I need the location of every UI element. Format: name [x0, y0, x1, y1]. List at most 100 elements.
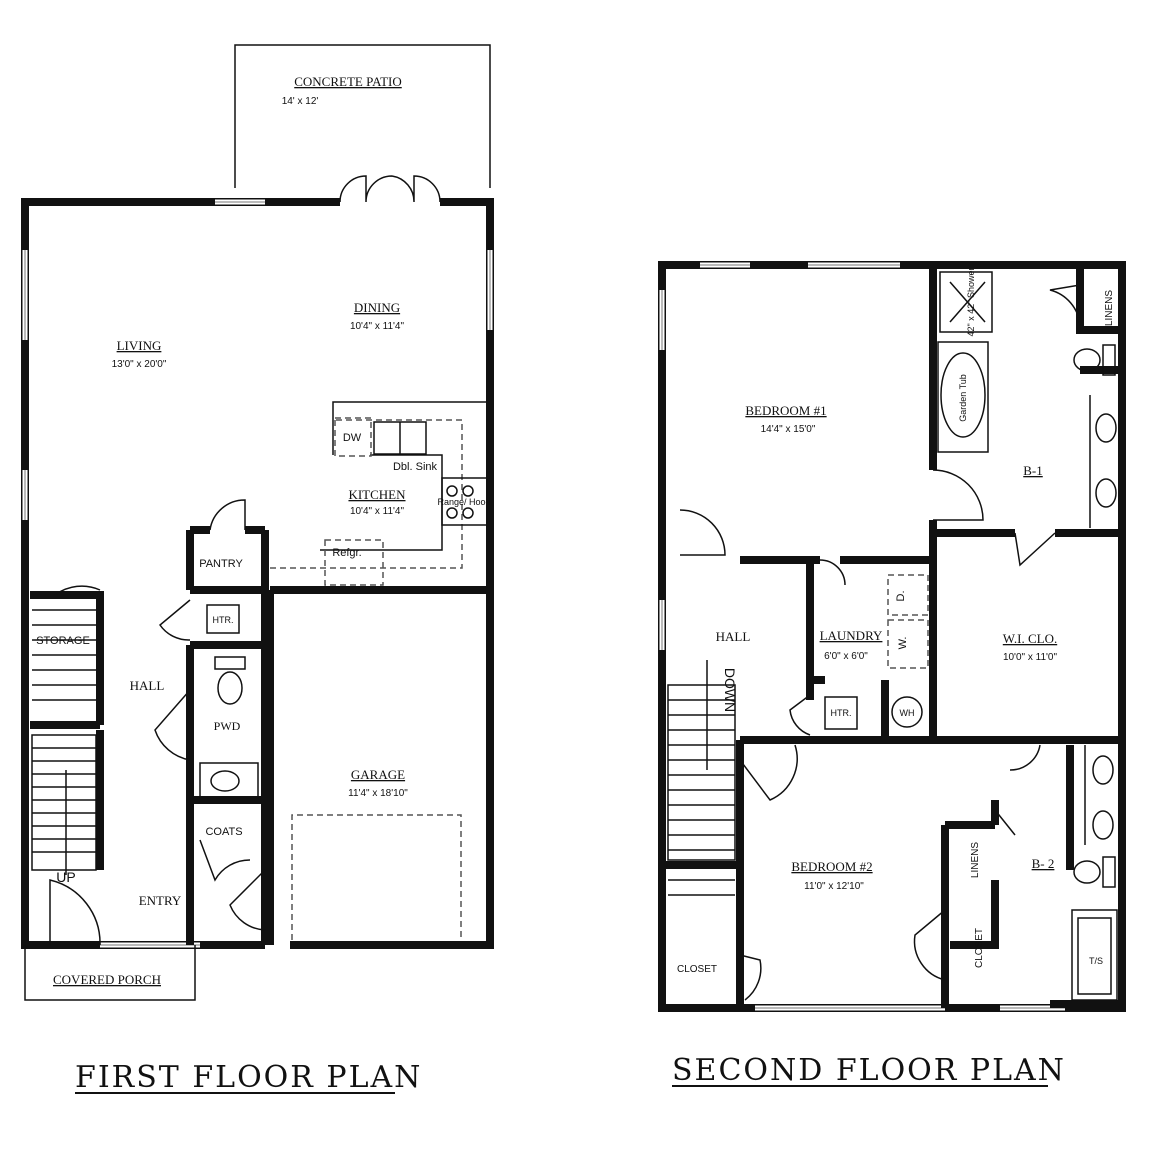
bedroom1-door: [679, 509, 726, 556]
garage-dim: 11'4" x 18'10": [348, 788, 408, 799]
living-dim: 13'0" x 20'0": [112, 359, 167, 370]
tub-shower: [1071, 909, 1118, 1001]
living-label: LIVING: [117, 338, 162, 353]
kitchen-label: KITCHEN: [348, 487, 406, 502]
porch-outline: [24, 945, 196, 1001]
heater-icon: [824, 696, 858, 730]
laundry-door: [819, 559, 846, 586]
dining-label: DINING: [354, 300, 400, 315]
sink-label: Dbl. Sink: [393, 461, 438, 473]
hall-label: HALL: [716, 629, 751, 644]
fridge-label: Refgr.: [332, 547, 361, 559]
dining-dim: 10'4" x 11'4": [350, 321, 405, 332]
laundry-label: LAUNDRY: [820, 628, 883, 643]
dishwasher-label: DW: [343, 432, 362, 444]
second-floor-title: SECOND FLOOR PLAN: [672, 1053, 1066, 1088]
second-floor-plan: DOWN 42" x 42" Shower Garden Tub D. W. H…: [658, 261, 1126, 1088]
storage-door: [54, 585, 101, 596]
stairs-down-label: DOWN: [722, 668, 738, 712]
heater-label: HTR.: [213, 615, 234, 625]
washer: [887, 619, 929, 669]
bedroom1-dim: 14'4" x 15'0": [761, 424, 816, 435]
b2-label: B- 2: [1032, 856, 1055, 871]
pantry-door: [209, 499, 246, 531]
closet-door: [1014, 532, 1056, 567]
stairs-up: UP: [31, 609, 97, 885]
garden-tub: [937, 341, 989, 453]
garage-parking-outline: [291, 814, 462, 940]
b2-entry-door: [1009, 744, 1041, 771]
water-heater-icon: [891, 696, 923, 728]
shower-icon: [939, 271, 993, 333]
front-door: [49, 879, 101, 946]
entry-label: ENTRY: [139, 893, 182, 908]
coats-door: [199, 839, 251, 882]
kitchen-dim: 10'4" x 11'4": [350, 506, 405, 517]
pantry-label: PANTRY: [199, 558, 243, 570]
laundry-dim: 6'0" x 6'0": [824, 651, 868, 662]
toilet-tank: [214, 656, 246, 670]
powder-door: [154, 689, 191, 761]
range-label: Range/ Hood: [437, 497, 490, 507]
exterior-wall: [290, 198, 494, 949]
stairs-down: DOWN: [667, 660, 738, 896]
patio-dim: 14' x 12': [282, 96, 319, 107]
garage-label: GARAGE: [351, 767, 405, 782]
heater-label: HTR.: [831, 708, 852, 718]
linens2-label: LINENS: [970, 842, 981, 878]
vanity: [199, 762, 259, 799]
garage-door-interior: [229, 869, 266, 931]
wiclo-dim: 10'0" x 11'0": [1003, 652, 1058, 663]
toilet-icon: [1073, 860, 1101, 884]
b1-label: B-1: [1023, 463, 1043, 478]
washer-label: W.: [897, 637, 909, 650]
closet-right-label: CLOSET: [974, 928, 985, 968]
tub-label: Garden Tub: [958, 374, 968, 422]
interior-wall: [662, 265, 1122, 1008]
toilet-icon: [1073, 348, 1101, 372]
toilet-icon: [217, 671, 243, 705]
patio-outline: [234, 44, 491, 188]
linens1-label: LINENS: [1104, 290, 1115, 326]
shower-label: 42" x 42" Shower: [966, 268, 976, 337]
closet-door: [739, 954, 762, 1001]
porch-label: COVERED PORCH: [53, 972, 161, 987]
kitchen-cabinets: DW Dbl. Sink Range/ Hood Refgr.: [270, 401, 491, 586]
pwd-label: PWD: [214, 719, 241, 733]
tub-shower-label: T/S: [1089, 956, 1103, 966]
heater-door: [158, 599, 191, 641]
hall-label: HALL: [130, 678, 165, 693]
dishwasher: [334, 417, 372, 457]
closet-left-label: CLOSET: [677, 964, 717, 975]
stairs-up-label: UP: [56, 869, 75, 885]
storage-label: STORAGE: [36, 635, 90, 647]
linens-door: [1049, 284, 1081, 326]
coats-label: COATS: [205, 826, 242, 838]
sink-icon: [1092, 810, 1114, 840]
wiclo-label: W.I. CLO.: [1003, 631, 1057, 646]
sink-icon: [1092, 755, 1114, 785]
patio-label: CONCRETE PATIO: [294, 74, 402, 89]
b1-door: [932, 469, 984, 521]
heater-door: [789, 694, 811, 736]
b2-door: [994, 809, 1016, 836]
interior-wall: [30, 526, 490, 945]
first-floor-plan: CONCRETE PATIO 14' x 12' COVERED PORCH: [21, 44, 494, 1095]
bedroom2-door: [739, 744, 798, 801]
heater-icon: [206, 604, 240, 634]
bedroom1-label: BEDROOM #1: [745, 403, 826, 418]
refrigerator: [324, 539, 384, 586]
dryer-label: D.: [895, 591, 907, 602]
patio-door: [339, 175, 441, 203]
bedroom2-label: BEDROOM #2: [791, 859, 872, 874]
closet-door: [913, 909, 946, 981]
exterior-wall: [21, 198, 340, 949]
range-hood: [441, 477, 488, 526]
first-floor-title: FIRST FLOOR PLAN: [75, 1060, 422, 1095]
sink-icon: [1095, 478, 1117, 508]
sink-icon: [1095, 413, 1117, 443]
bedroom2-dim: 11'0" x 12'10": [804, 881, 864, 892]
dryer: [887, 574, 929, 616]
sink-icon: [210, 770, 240, 792]
